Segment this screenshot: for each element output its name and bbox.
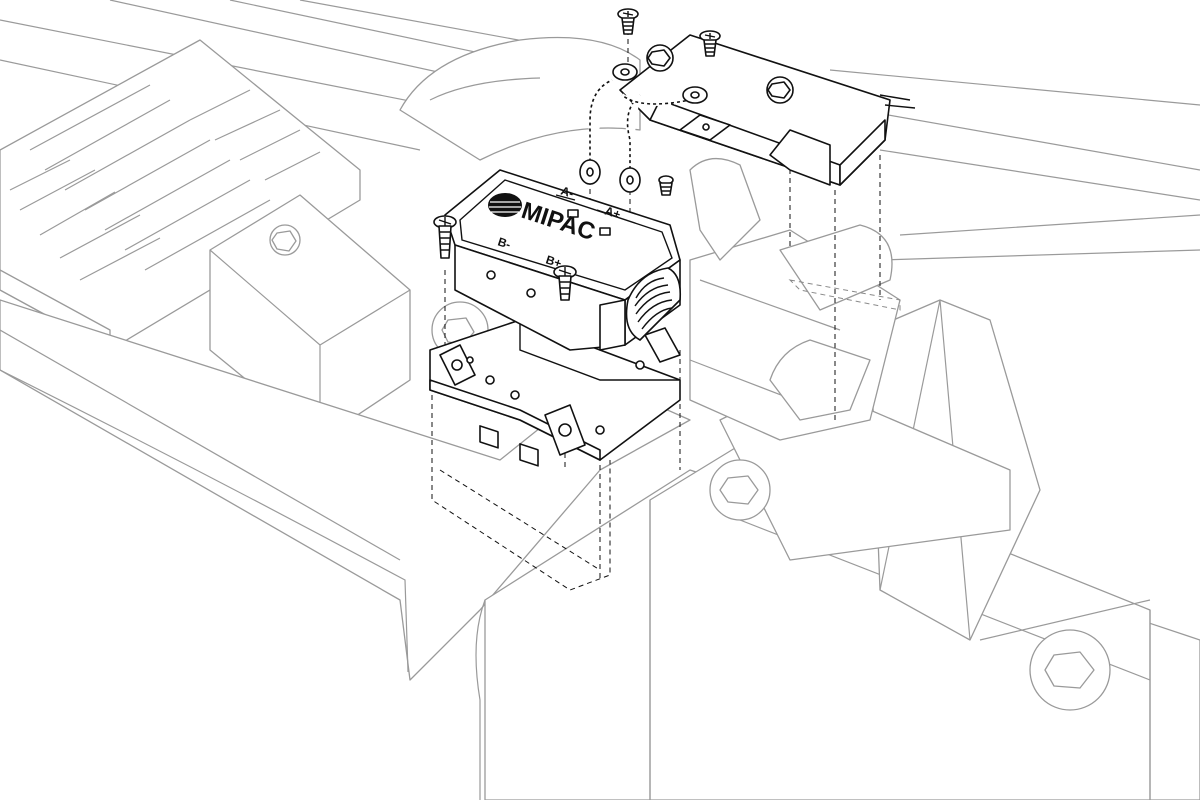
top-screw-1 [617, 8, 639, 35]
mipac-module [444, 169, 682, 467]
braided-cables [579, 63, 708, 196]
top-screw-2 [699, 30, 721, 57]
module-screw-right [553, 265, 577, 301]
terminal-label-a-minus: A- [559, 184, 575, 201]
terminal-label-a-plus: A+ [603, 204, 622, 222]
module-screw-left [433, 215, 457, 259]
mipac-logo-icon [488, 193, 522, 217]
terminal-label-b-plus: B+ [544, 253, 563, 271]
top-bracket [619, 34, 916, 186]
right-housing [475, 299, 1200, 800]
left-base-block [209, 194, 411, 441]
base-plate [429, 319, 681, 461]
terminal-label-b-minus: B- [496, 235, 512, 252]
